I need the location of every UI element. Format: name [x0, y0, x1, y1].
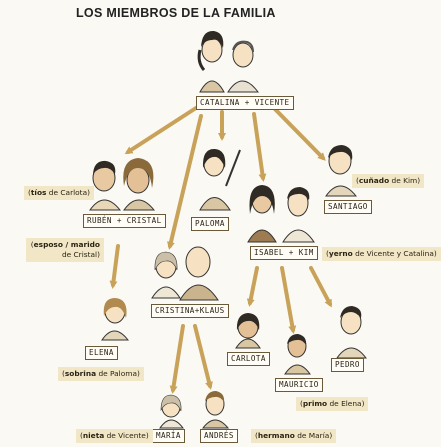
page-title: LOS MIEMBROS DE LA FAMILIA	[76, 6, 276, 20]
note-nieta-term: nieta	[82, 431, 105, 440]
tag-andres: ANDRÉS	[200, 429, 238, 443]
arrow-to-maria	[169, 324, 185, 394]
note-tios-rest: de Carlota	[46, 188, 88, 197]
note-primo: (primo de Elena)	[296, 397, 369, 411]
note-esposo-term: esposo / marido	[33, 240, 100, 249]
note-primo-term: primo	[302, 399, 328, 408]
note-sobrina-term: sobrina	[64, 369, 97, 378]
note-tios-term: tíos	[30, 188, 47, 197]
tag-isabel-kim: ISABEL + KIM	[250, 246, 318, 260]
ruben-cristal-figure	[89, 158, 156, 211]
tag-paloma: PALOMA	[191, 217, 229, 231]
note-tios: (tíos de Carlota)	[24, 186, 94, 200]
mauricio-figure	[284, 334, 311, 375]
santiago-figure	[325, 145, 358, 197]
note-esposo-rest: de Cristal	[61, 250, 98, 259]
paloma-figure	[199, 148, 241, 211]
isabel-kim-figure	[247, 185, 315, 243]
note-cunado-rest: de Kim	[389, 176, 418, 185]
note-sobrina-rest: de Paloma	[96, 369, 137, 378]
arrow-to-andres	[193, 324, 213, 390]
tag-santiago: SANTIAGO	[324, 200, 372, 214]
note-yerno: (yerno de Vicente y Catalina)	[322, 247, 441, 261]
tag-carlota: CARLOTA	[227, 352, 270, 366]
tag-catalina-vicente: CATALINA + VICENTE	[196, 96, 294, 110]
arrow-to-isabel-kim	[252, 112, 267, 182]
andres-figure	[201, 391, 230, 429]
note-yerno-rest: de Vicente y Catalina	[352, 249, 434, 258]
note-hermano-term: hermano	[257, 431, 295, 440]
catalina-vicente-figure	[197, 30, 259, 93]
arrow-to-cristina-klaus	[167, 114, 203, 250]
note-esposo: (esposo / marido de Cristal)	[26, 238, 104, 262]
arrow-to-santiago	[268, 102, 326, 161]
note-primo-rest: de Elena	[327, 399, 362, 408]
arrow-to-elena	[109, 244, 120, 289]
note-hermano-rest: de María	[294, 431, 330, 440]
maria-figure	[159, 394, 185, 429]
tag-pedro: PEDRO	[331, 358, 364, 372]
elena-figure	[101, 298, 130, 341]
tag-ruben-cristal: RUBÉN + CRISTAL	[83, 214, 166, 228]
tag-mauricio: MAURICIO	[275, 378, 323, 392]
note-sobrina: (sobrina de Paloma)	[58, 367, 144, 381]
note-cunado-term: cuñado	[358, 176, 390, 185]
tag-elena: ELENA	[85, 346, 118, 360]
carlota-figure	[235, 313, 261, 349]
note-cunado: (cuñado de Kim)	[352, 174, 425, 188]
arrow-to-carlota	[246, 266, 259, 307]
arrow-to-mauricio	[280, 266, 297, 334]
arrow-to-ruben-cristal	[124, 106, 198, 155]
note-hermano: (hermano de María)	[251, 429, 337, 443]
arrows	[109, 102, 332, 394]
note-nieta-rest: de Vicente	[104, 431, 146, 440]
pedro-figure	[336, 306, 368, 359]
arrow-to-pedro	[309, 266, 332, 308]
tag-maria: MARÍA	[152, 429, 185, 443]
note-yerno-term: yerno	[328, 249, 353, 258]
cristina-klaus-figure	[151, 246, 219, 301]
note-nieta: (nieta de Vicente)	[76, 429, 153, 443]
tag-cristina-klaus: CRISTINA+KLAUS	[151, 304, 229, 318]
